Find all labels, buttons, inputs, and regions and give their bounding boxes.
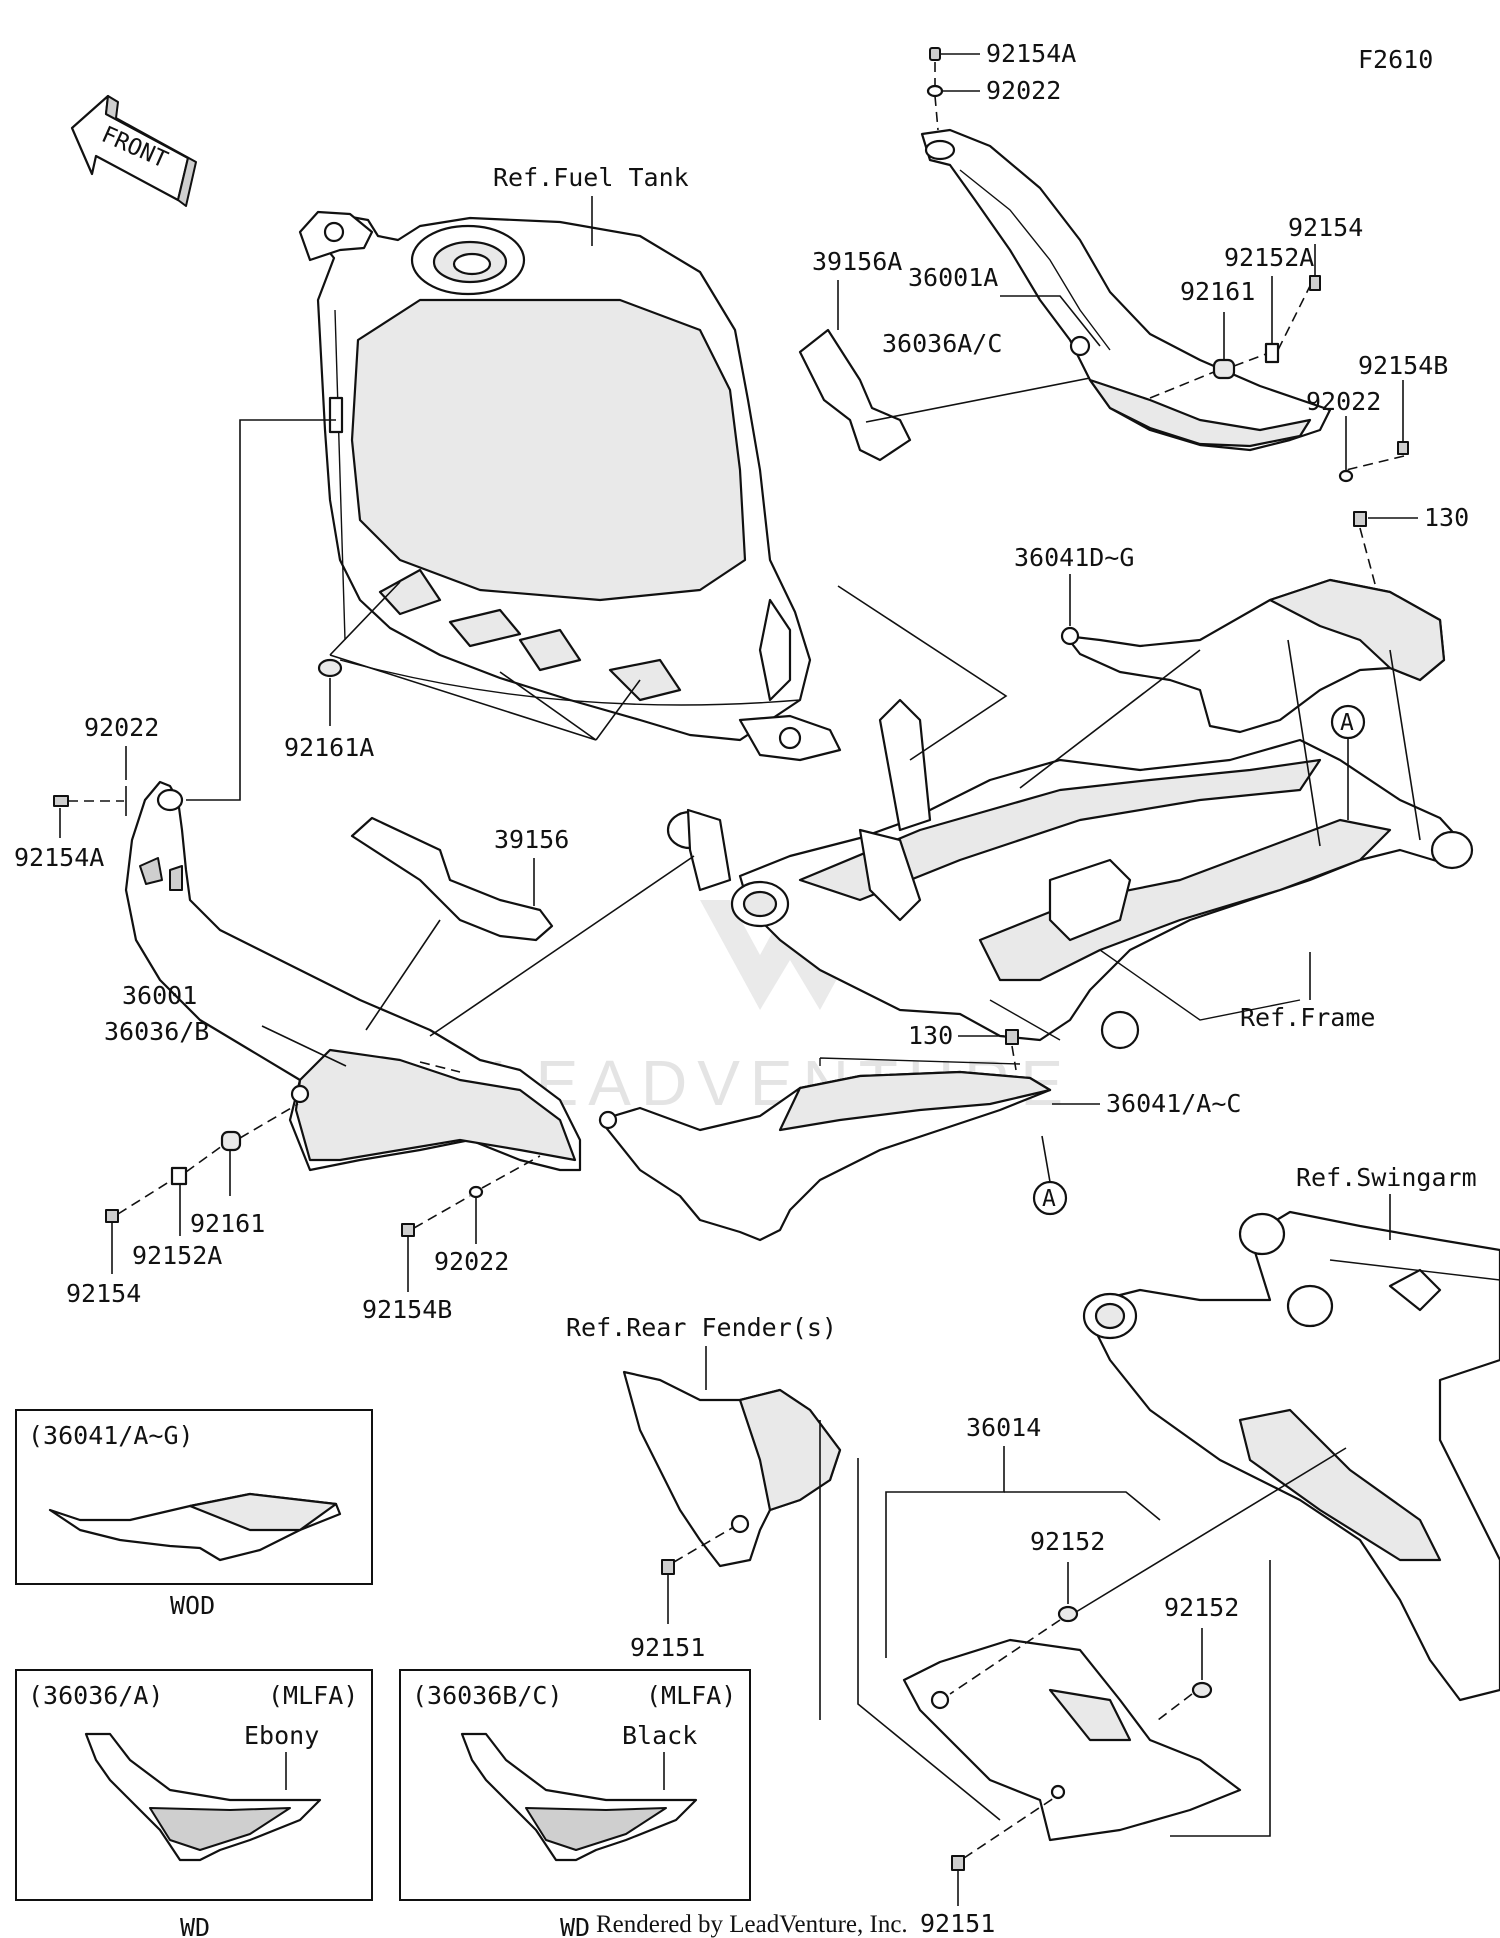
inset-36036a: (36036/A) (MLFA) Ebony WD (15, 1669, 373, 1938)
callout-l-92154a: 92154A (14, 843, 104, 872)
inset-36036bc: (36036B/C) (MLFA) Black WD (399, 1669, 751, 1938)
callout-top-92154a: 92154A (986, 39, 1076, 68)
fuel-tank-illustration (298, 210, 842, 762)
callout-36001a: 36001A (908, 263, 998, 292)
bolt-92154b-top (1397, 441, 1409, 455)
callout-b-92154: 92154 (66, 1279, 141, 1308)
screw-130-mid (1005, 1029, 1019, 1045)
callout-36036ac: 36036A/C (882, 329, 1002, 358)
left-side-cover-illustration (124, 780, 582, 1172)
bolt-92154-left (105, 1209, 119, 1223)
callout-r-92161: 92161 (1180, 277, 1255, 306)
pad-39156 (350, 816, 554, 942)
washer-92022-right (1338, 469, 1354, 483)
inset-36036bc-variant: (MLFA) (646, 1681, 736, 1710)
bolt-92154-top (1309, 275, 1321, 291)
figure-code: F2610 (1358, 45, 1433, 74)
callout-36041dg: 36041D~G (1014, 543, 1134, 572)
bolt-92154b-left (401, 1223, 415, 1237)
callout-92161a: 92161A (284, 733, 374, 762)
callout-m-130: 130 (908, 1021, 953, 1050)
inset-36036a-title: (36036/A) (28, 1681, 163, 1710)
chain-guard-36014 (902, 1638, 1242, 1842)
washer-92022-left (468, 1185, 484, 1199)
bolt-92151-guard (951, 1855, 965, 1871)
callout-36001: 36001 (122, 981, 197, 1010)
collar-92152a-top (1264, 342, 1280, 364)
bolt-92154a-left (53, 795, 69, 807)
circle-a-lower-label: A (1042, 1186, 1056, 1212)
grommet-92161a (317, 658, 343, 678)
callout-s-92151: 92151 (920, 1909, 995, 1938)
inset-36041ag-title: (36041/A~G) (28, 1421, 194, 1450)
ref-swingarm-label: Ref.Swingarm (1296, 1163, 1477, 1192)
callout-39156: 39156 (494, 825, 569, 854)
callout-r-92154b: 92154B (1358, 351, 1448, 380)
callout-36041ac: 36041/A~C (1106, 1089, 1241, 1118)
callout-36014: 36014 (966, 1413, 1041, 1442)
grommet-92161-left (220, 1130, 242, 1152)
swingarm-illustration (1082, 1210, 1500, 1702)
grommet-92161-top (1212, 358, 1236, 380)
callout-r-92022: 92022 (1306, 387, 1381, 416)
circle-a-upper-label: A (1340, 710, 1354, 736)
inset-36036bc-title: (36036B/C) (412, 1681, 563, 1710)
callout-b-92154b: 92154B (362, 1295, 452, 1324)
circle-a-lower: A (1032, 1180, 1068, 1216)
callout-r-130: 130 (1424, 503, 1469, 532)
bolt-92151-fender (661, 1559, 675, 1575)
callout-s-92152-b: 92152 (1164, 1593, 1239, 1622)
lower-cover-36041ac (598, 1070, 1052, 1242)
credit-text: Rendered by LeadVenture, Inc. (596, 1911, 908, 1938)
inset-36036bc-color: Black (622, 1721, 697, 1750)
callout-b-92022: 92022 (434, 1247, 509, 1276)
right-side-cover-illustration (920, 128, 1332, 452)
inset-36036a-color: Ebony (244, 1721, 319, 1750)
washer-92022-top (926, 84, 944, 98)
front-arrow-icon: FRONT (70, 94, 197, 207)
inset-36041ag-footer: WOD (170, 1591, 215, 1620)
collar-92152a-left (170, 1166, 188, 1186)
nut-92152-b (1191, 1681, 1213, 1699)
ref-rear-fender-label: Ref.Rear Fender(s) (566, 1313, 837, 1342)
callout-36036b: 36036/B (104, 1017, 209, 1046)
bolt-92154a-top (929, 47, 941, 61)
rear-fender-illustration (622, 1370, 842, 1568)
cover-36041dg (1060, 578, 1446, 734)
callout-l-92022: 92022 (84, 713, 159, 742)
ref-fuel-tank-label: Ref.Fuel Tank (493, 163, 689, 192)
ref-frame-label: Ref.Frame (1240, 1003, 1375, 1032)
callout-b-92152a: 92152A (132, 1241, 222, 1270)
callout-r-92152a: 92152A (1224, 243, 1314, 272)
frame-illustration (666, 698, 1474, 1050)
nut-92152-a (1057, 1605, 1079, 1623)
circle-a-upper: A (1330, 704, 1366, 740)
screw-130-right (1353, 511, 1367, 527)
inset-36036a-variant: (MLFA) (268, 1681, 358, 1710)
callout-39156a: 39156A (812, 247, 902, 276)
inset-36036bc-footer: WD (560, 1913, 590, 1938)
callout-r-92154: 92154 (1288, 213, 1363, 242)
callout-s-92152-a: 92152 (1030, 1527, 1105, 1556)
callout-top-92022: 92022 (986, 76, 1061, 105)
callout-b-92161: 92161 (190, 1209, 265, 1238)
callout-f-92151: 92151 (630, 1633, 705, 1662)
inset-36036a-footer: WD (180, 1913, 210, 1938)
inset-36041ag: (36041/A~G) WOD (15, 1409, 373, 1620)
pad-39156a (798, 328, 912, 462)
